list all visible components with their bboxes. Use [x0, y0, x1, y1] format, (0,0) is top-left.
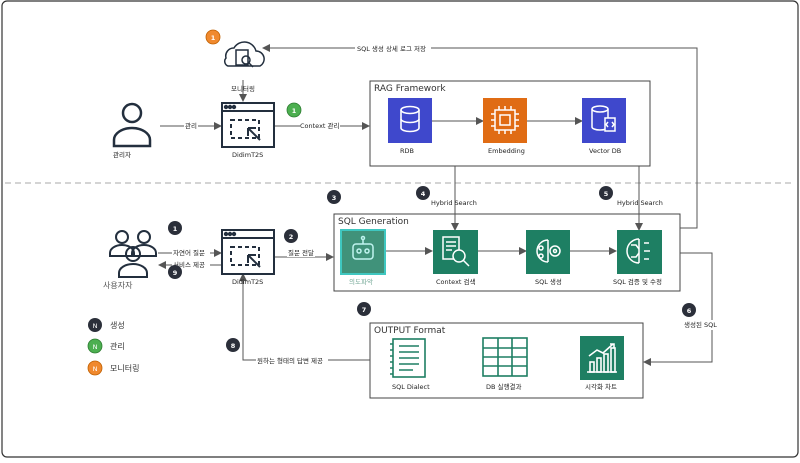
label-question-pass: 질문 전달 [288, 248, 314, 257]
step-5: 5 [604, 190, 609, 198]
output-format-title: OUTPUT Format [374, 326, 446, 336]
sql-gen-label: SQL 생성 [535, 277, 562, 286]
didim-app-icon-mid [221, 229, 275, 275]
embedding-label: Embedding [488, 147, 525, 155]
didim-app-icon-top [221, 102, 275, 148]
user-group-icon [109, 230, 157, 278]
vectordb-label: Vector DB [589, 147, 621, 155]
label-context-manage: Context 관리 [300, 121, 340, 130]
badge-monitoring: 1 [211, 34, 216, 42]
label-user-actor: 사용자자 [103, 281, 133, 290]
step-markers: 1 2 3 4 5 6 7 8 9 1 1 [168, 29, 696, 352]
admin-actor-icon [112, 102, 152, 148]
sql-gen-node: SQL 생성 [526, 230, 570, 286]
legend-label-monitor: 모니터링 [110, 363, 139, 373]
label-admin-actor: 관리자 [113, 150, 131, 159]
context-search-label: Context 검색 [436, 277, 476, 286]
step-6: 6 [687, 307, 692, 315]
badge-manage: 1 [292, 107, 297, 115]
rdb-label: RDB [400, 147, 414, 155]
step-2: 2 [289, 233, 294, 241]
label-natural-question: 자연어 질문 [173, 248, 205, 257]
sql-dialect-label: SQL Dialect [392, 383, 430, 391]
legend-dot-manage: N [93, 343, 98, 351]
sql-generation-title: SQL Generation [338, 217, 409, 227]
sql-verify-label: SQL 검증 및 수정 [613, 277, 662, 286]
legend-dot-create: N [93, 322, 98, 330]
legend-dot-monitor: N [93, 365, 98, 373]
step-3: 3 [332, 194, 337, 202]
label-hybrid-1: Hybrid Search [431, 199, 477, 207]
edge-generated-sql [643, 252, 713, 366]
edge-sql-log [262, 44, 698, 229]
embedding-node: Embedding [483, 98, 527, 155]
legend-label-manage: 관리 [110, 341, 125, 351]
label-manage: 관리 [185, 121, 197, 130]
step-1: 1 [173, 225, 178, 233]
step-9: 9 [173, 269, 178, 277]
intent-label: 의도파악 [349, 277, 373, 286]
step-8: 8 [231, 342, 236, 350]
visual-chart-node: 시각화 차트 [580, 336, 624, 391]
label-monitoring: 모니터링 [231, 84, 255, 93]
label-didim-top: DidimT2S [232, 151, 263, 159]
step-4: 4 [421, 190, 426, 198]
label-service: 서비스 제공 [173, 260, 205, 269]
label-hybrid-2: Hybrid Search [617, 199, 663, 207]
legend-label-create: 생성 [110, 320, 125, 330]
rdb-node: RDB [388, 98, 432, 155]
db-result-label: DB 실행결과 [486, 382, 521, 391]
sql-dialect-node: SQL Dialect [388, 337, 430, 391]
legend: N 생성 N 관리 N 모니터링 [87, 318, 139, 376]
sql-verify-node: SQL 검증 및 수정 [613, 230, 662, 286]
label-answer: 원하는 형태의 답변 제공 [257, 356, 323, 365]
label-sql-log: SQL 생성 상세 로그 저장 [357, 44, 426, 53]
intent-node: 의도파악 [340, 229, 386, 286]
monitoring-cloud-icon [224, 41, 265, 68]
edge-labels: SQL 생성 상세 로그 저장 모니터링 관리 Context 관리 관리자 D… [103, 43, 726, 365]
vector-db-node: Vector DB [582, 98, 626, 155]
context-search-node: Context 검색 [433, 230, 478, 286]
rag-framework-title: RAG Framework [374, 84, 446, 94]
visual-chart-label: 시각화 차트 [585, 382, 617, 391]
step-7: 7 [362, 306, 367, 314]
label-didim-mid: DidimT2S [232, 278, 263, 286]
label-generated-sql: 생성된 SQL [684, 320, 717, 329]
db-result-node: DB 실행결과 [482, 337, 528, 391]
